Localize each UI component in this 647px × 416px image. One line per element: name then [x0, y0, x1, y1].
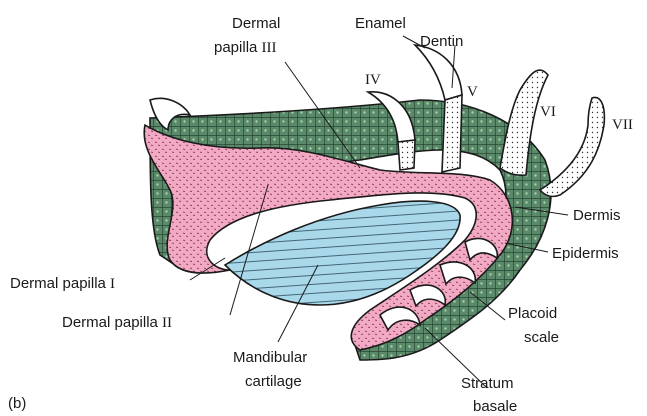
figure-label: (b)	[8, 395, 26, 412]
tooth-v-dentin	[442, 95, 462, 172]
label-dentin: Dentin	[420, 33, 463, 50]
label-stratum-basale-line2: basale	[473, 398, 517, 415]
label-dermal-papilla-iii-line2: papilla III	[214, 39, 277, 56]
label-dermal-papilla-ii: Dermal papilla II	[62, 314, 172, 331]
label-mandibular-cartilage-line1: Mandibular	[233, 349, 307, 366]
label-dermal-papilla-i: Dermal papilla I	[10, 275, 115, 292]
label-placoid-scale-line1: Placoid	[508, 305, 557, 322]
label-tooth-v: V	[467, 84, 478, 100]
label-epidermis: Epidermis	[552, 245, 619, 262]
label-dermis: Dermis	[573, 207, 621, 224]
label-tooth-iv: IV	[365, 72, 381, 88]
label-tooth-vi: VI	[540, 104, 556, 120]
tooth-iv-dentin	[398, 140, 415, 170]
label-placoid-scale-line2: scale	[524, 329, 559, 346]
tooth-v-enamel	[415, 45, 462, 100]
label-enamel: Enamel	[355, 15, 406, 32]
label-dermal-papilla-iii-word: Dermal	[232, 15, 280, 32]
label-stratum-basale-line1: Stratum	[461, 375, 514, 392]
label-mandibular-cartilage-line2: cartilage	[245, 373, 302, 390]
label-tooth-vii: VII	[612, 117, 633, 133]
